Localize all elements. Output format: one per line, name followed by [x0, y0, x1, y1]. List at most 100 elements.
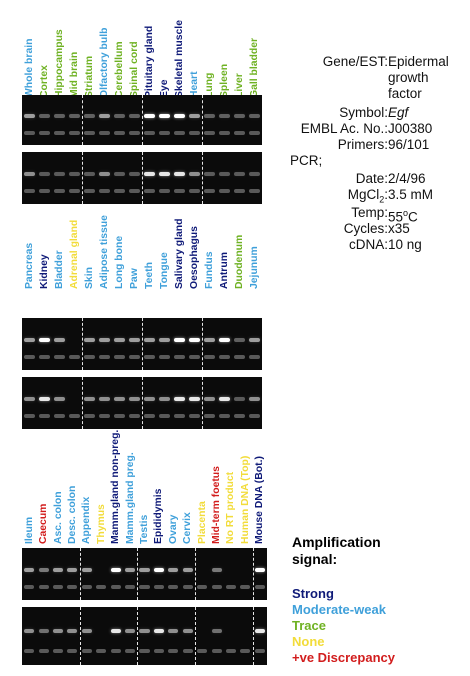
control-band: [197, 648, 208, 653]
target-band: [54, 337, 65, 342]
lane-label: Pituitary gland: [144, 25, 155, 98]
symbol-label: Symbol:: [339, 105, 388, 120]
control-band: [129, 414, 140, 419]
temp-label: Temp:: [351, 205, 388, 220]
primers-label: Primers:: [337, 137, 388, 152]
control-band: [129, 189, 140, 194]
target-band: [114, 171, 125, 176]
control-band: [52, 648, 64, 653]
cdna-value: 10 ng: [388, 237, 422, 252]
target-band: [234, 396, 245, 401]
lane-label: Mamm.gland non-preg.: [110, 429, 122, 544]
target-band: [168, 629, 179, 634]
target-band: [144, 171, 155, 176]
target-band: [69, 114, 80, 118]
lane-label: Mouse DNA (Bot.): [254, 456, 266, 544]
target-band: [52, 629, 64, 634]
control-band: [54, 189, 65, 194]
target-band: [114, 114, 125, 118]
target-band: [254, 567, 265, 572]
target-band: [38, 629, 49, 634]
target-band: [129, 396, 140, 401]
target-band: [84, 396, 95, 401]
target-band: [234, 337, 245, 342]
control-band: [24, 355, 35, 360]
target-band: [84, 114, 95, 118]
target-band: [39, 171, 50, 176]
target-band: [139, 567, 150, 572]
lane-label: Ileum: [23, 516, 35, 544]
target-band: [84, 171, 95, 176]
lane-group-separator: [82, 152, 83, 204]
control-band: [189, 355, 200, 360]
lane-label: Whole brain: [24, 38, 35, 98]
control-band: [204, 131, 215, 135]
lane-group-separator: [82, 95, 83, 145]
target-band: [189, 337, 200, 342]
control-band: [159, 189, 170, 194]
target-band: [52, 567, 64, 572]
control-band: [234, 414, 245, 419]
lane-group-separator: [79, 607, 81, 665]
lane-label: Olfactory bulb: [99, 27, 110, 98]
lane-label: Adipose tissue: [99, 215, 110, 289]
control-band: [174, 414, 185, 419]
legend-none: None: [292, 634, 325, 649]
control-band: [139, 585, 150, 590]
target-band: [144, 114, 155, 118]
target-band: [153, 567, 164, 572]
lane-label: Duodenum: [234, 234, 245, 289]
control-band: [38, 585, 49, 590]
lane-group-separator: [142, 152, 143, 204]
lane-group-separator: [142, 377, 143, 429]
control-band: [39, 414, 50, 419]
lane-label: Salivary gland: [174, 218, 185, 289]
lane-label: Mamm.gland preg.: [124, 452, 136, 544]
control-band: [114, 355, 125, 360]
gel-panel-3-bottom: [22, 607, 267, 665]
target-band: [24, 114, 35, 118]
control-band: [99, 131, 110, 135]
target-band: [182, 567, 193, 572]
control-band: [240, 585, 251, 590]
target-band: [144, 396, 155, 401]
control-band: [174, 189, 185, 194]
control-band: [174, 131, 185, 135]
gene-est-value-line-1: Epidermal: [388, 54, 449, 69]
lane-group-separator: [194, 607, 196, 665]
lane-label: Long bone: [114, 235, 125, 289]
target-band: [129, 337, 140, 342]
lane-label: Antrum: [219, 252, 230, 289]
legend-title-line-2: signal:: [292, 551, 338, 567]
target-band: [204, 396, 215, 401]
target-band: [114, 337, 125, 342]
target-band: [24, 337, 35, 342]
control-band: [84, 355, 95, 360]
lane-group-separator: [79, 548, 81, 600]
target-band: [174, 114, 185, 118]
control-band: [110, 585, 121, 590]
control-band: [69, 189, 80, 194]
control-band: [139, 648, 150, 653]
legend-title-line-1: Amplification: [292, 534, 381, 550]
legend-strong: Strong: [292, 586, 334, 601]
target-band: [182, 629, 193, 634]
lane-label: Kidney: [39, 254, 50, 289]
mgcl2-label-main: MgCl: [347, 187, 380, 202]
lane-group-separator: [82, 318, 83, 370]
gel-panel-1-top: [22, 95, 262, 145]
control-band: [189, 189, 200, 194]
control-band: [114, 131, 125, 135]
control-band: [225, 648, 236, 653]
lane-group-separator: [202, 377, 203, 429]
control-band: [24, 648, 35, 653]
target-band: [67, 567, 78, 572]
lane-label: Ovary: [167, 514, 179, 544]
target-band: [99, 114, 110, 118]
primers-value: 96/101: [388, 137, 430, 152]
control-band: [67, 585, 78, 590]
lane-label: Bladder: [54, 250, 65, 289]
target-band: [129, 114, 140, 118]
control-band: [249, 131, 260, 135]
control-band: [69, 355, 80, 360]
